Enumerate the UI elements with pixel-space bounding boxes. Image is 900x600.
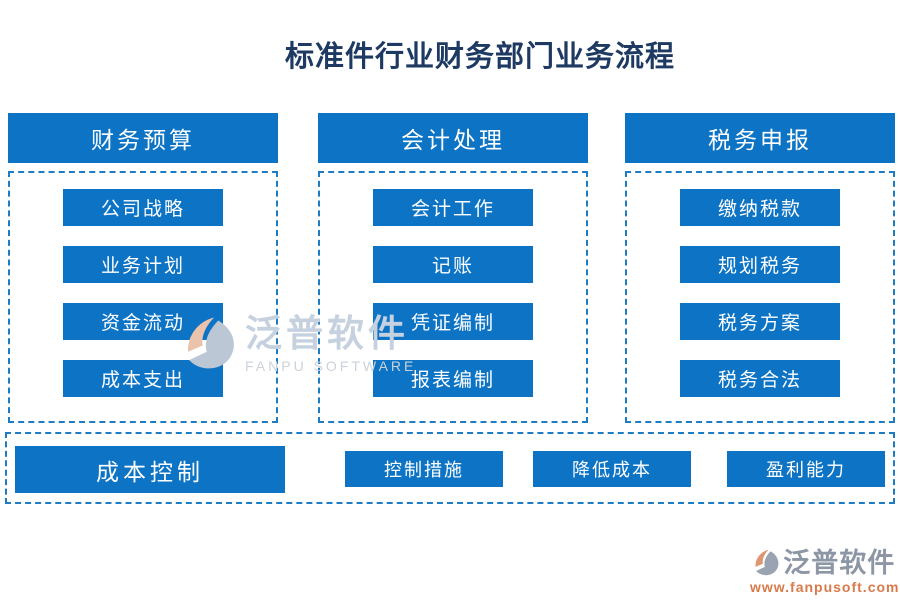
column-tax-declaration: 税务申报 缴纳税款 规划税务 税务方案 税务合法	[625, 113, 895, 423]
page-title: 标准件行业财务部门业务流程	[284, 41, 675, 73]
flow-node: 记账	[373, 246, 533, 283]
fanpu-logo-icon	[754, 549, 780, 578]
column-group-box: 公司战略 业务计划 资金流动 成本支出	[8, 171, 278, 423]
flow-node: 降低成本	[533, 451, 691, 487]
watermark-brand-text: 泛普软件	[783, 548, 896, 578]
column-group-box: 会计工作 记账 凭证编制 报表编制	[318, 171, 588, 423]
column-group-box: 缴纳税款 规划税务 税务方案 税务合法	[625, 171, 895, 423]
flow-node-cost-control: 成本控制	[15, 446, 285, 493]
flow-node: 规划税务	[680, 246, 840, 283]
flow-node: 会计工作	[373, 189, 533, 226]
watermark-url-text: www.fanpusoft.com	[750, 579, 900, 595]
column-header: 财务预算	[8, 113, 278, 163]
flow-node: 凭证编制	[373, 303, 533, 340]
column-header: 税务申报	[625, 113, 895, 163]
flow-node: 业务计划	[63, 246, 223, 283]
flow-node: 税务方案	[680, 303, 840, 340]
flow-node: 报表编制	[373, 360, 533, 397]
watermark-corner: 泛普软件 www.fanpusoft.com	[750, 548, 900, 596]
flow-node: 资金流动	[63, 303, 223, 340]
flow-node: 控制措施	[345, 451, 503, 487]
bottom-group-box: 成本控制 控制措施 降低成本 盈利能力	[5, 432, 895, 504]
flow-node: 成本支出	[63, 360, 223, 397]
flow-node: 缴纳税款	[680, 189, 840, 226]
column-finance-budget: 财务预算 公司战略 业务计划 资金流动 成本支出	[8, 113, 278, 423]
flow-node: 公司战略	[63, 189, 223, 226]
flow-node: 盈利能力	[727, 451, 885, 487]
column-header: 会计处理	[318, 113, 588, 163]
column-accounting: 会计处理 会计工作 记账 凭证编制 报表编制	[318, 113, 588, 423]
flow-node: 税务合法	[680, 360, 840, 397]
